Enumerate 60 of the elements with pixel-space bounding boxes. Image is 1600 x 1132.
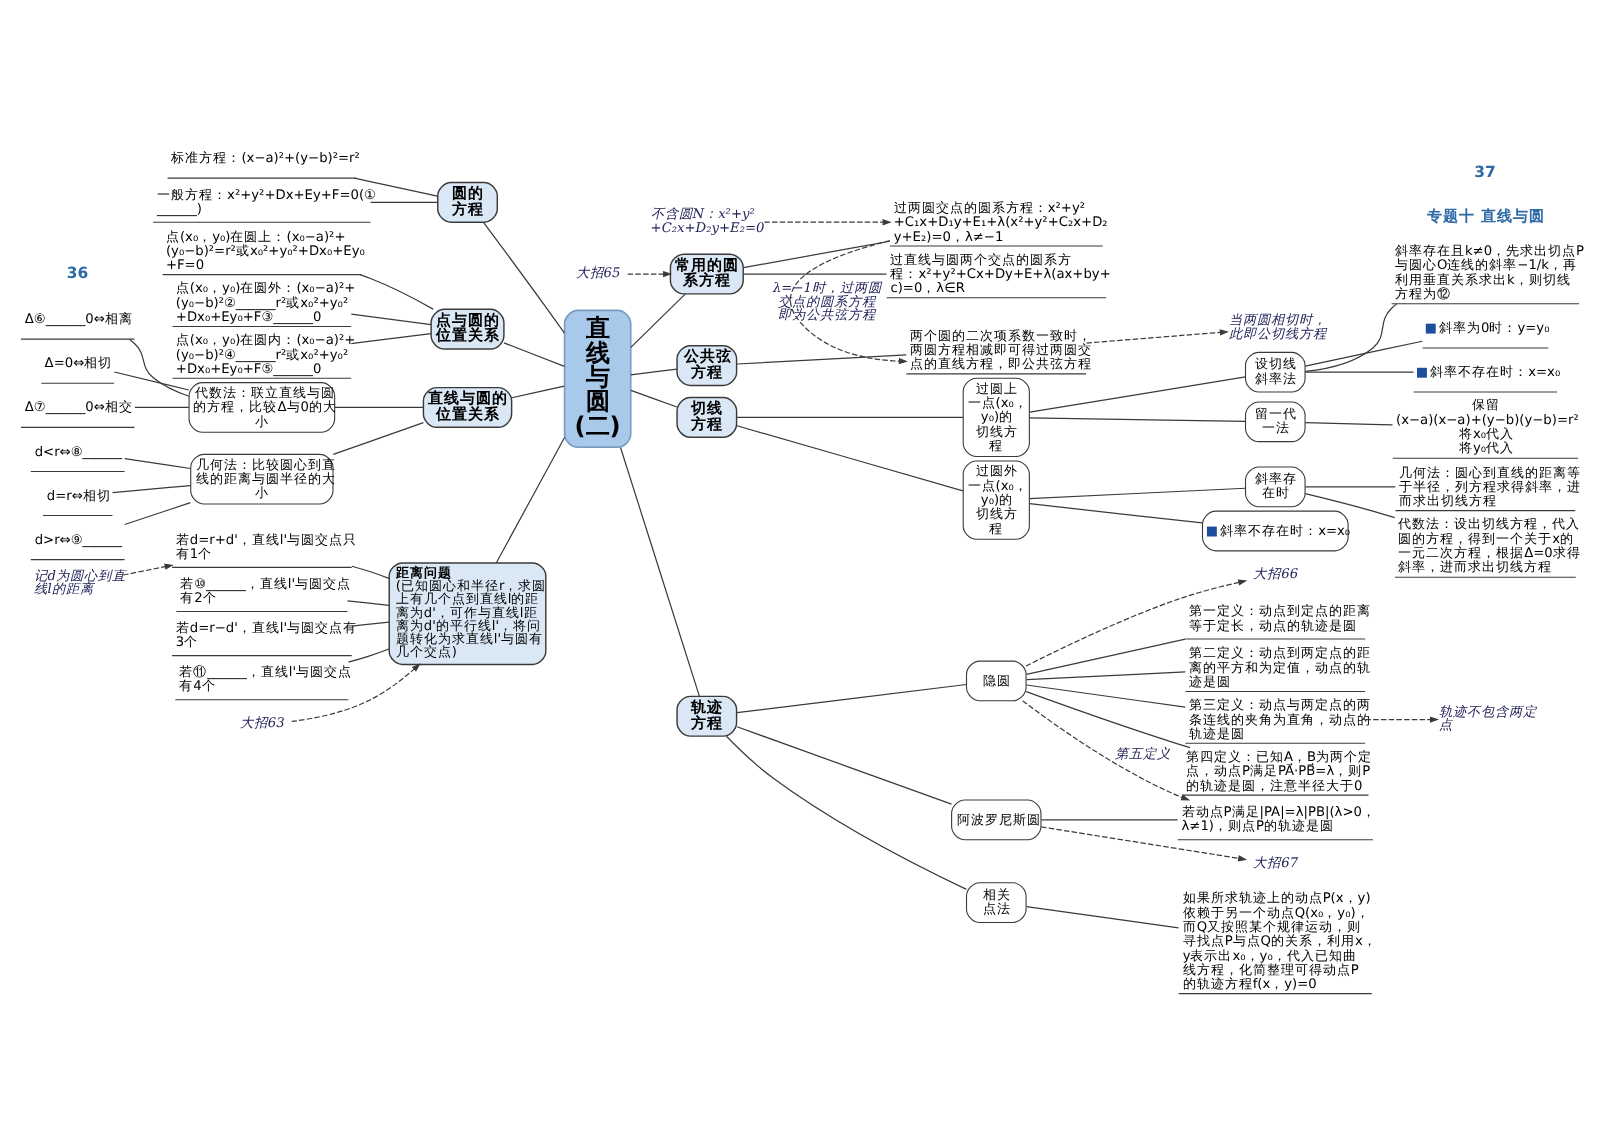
- connector: [1304, 422, 1394, 426]
- connector: [503, 342, 566, 367]
- connector: [736, 354, 907, 365]
- connector: [124, 457, 191, 470]
- connector: [1304, 340, 1423, 367]
- connector: [351, 565, 390, 579]
- connector: [1029, 376, 1247, 413]
- connector: [370, 201, 439, 203]
- connector: [134, 406, 190, 409]
- connector: [1029, 487, 1247, 500]
- connector: [1304, 371, 1415, 373]
- arrow: [122, 563, 174, 576]
- arrow: [1022, 700, 1191, 801]
- connector: [495, 436, 566, 564]
- node-box: 直线与圆(二): [563, 309, 632, 448]
- connector: [359, 274, 434, 310]
- connector: [128, 338, 190, 397]
- connector: [725, 735, 968, 890]
- connector: [351, 621, 390, 627]
- connector: [630, 368, 678, 376]
- connector: [113, 371, 190, 391]
- connector: [736, 726, 953, 805]
- arrow: [1364, 716, 1440, 723]
- connector: [1029, 503, 1203, 524]
- arrow: [627, 270, 673, 278]
- connector: [332, 422, 424, 455]
- connector: [1040, 819, 1179, 821]
- connector: [1025, 906, 1180, 929]
- arrow: [790, 240, 908, 365]
- connector: [742, 273, 888, 275]
- connector: [350, 333, 432, 345]
- connector: [1025, 638, 1186, 676]
- arrow: [1085, 329, 1229, 344]
- connector: [619, 446, 700, 697]
- connector: [736, 425, 964, 492]
- connector: [736, 416, 964, 418]
- arrow: [763, 219, 892, 226]
- connector: [1025, 691, 1191, 749]
- connector: [346, 600, 390, 606]
- connector: [334, 406, 424, 409]
- connector: [630, 293, 687, 348]
- connector: [736, 683, 968, 714]
- connector: [1304, 486, 1396, 488]
- connector: [1025, 671, 1186, 681]
- connector: [1025, 684, 1186, 708]
- connector: [112, 484, 192, 494]
- connector: [511, 385, 565, 399]
- arrow: [291, 663, 421, 723]
- connector: [630, 389, 678, 408]
- connector: [482, 221, 566, 334]
- connector: [347, 648, 390, 663]
- connector: [1304, 493, 1396, 519]
- arrow: [1040, 826, 1248, 862]
- connector: [353, 177, 439, 197]
- connector: [742, 240, 891, 269]
- connector: [124, 502, 191, 526]
- connector: [1304, 303, 1398, 372]
- connector: [1029, 417, 1247, 422]
- arrow: [1025, 579, 1248, 667]
- connector: [350, 313, 432, 326]
